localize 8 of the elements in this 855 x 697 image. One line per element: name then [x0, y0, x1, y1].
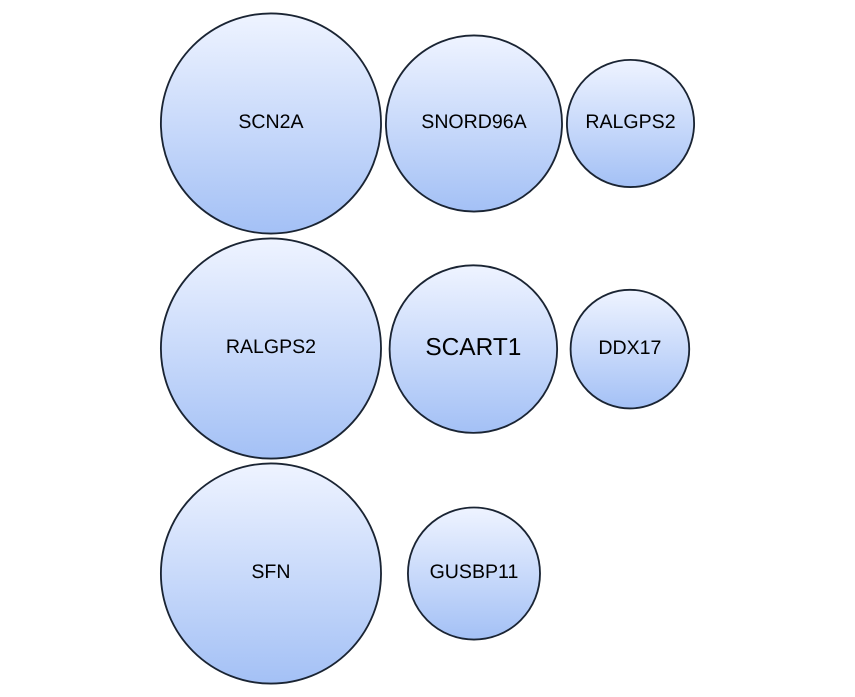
node-circle: GUSBP11 — [407, 506, 541, 640]
node-circle: RALGPS2 — [566, 58, 696, 188]
node-circle: DDX17 — [570, 288, 690, 410]
node-circle: SFN — [160, 462, 382, 685]
node-circle: SNORD96A — [385, 34, 563, 212]
node-circle: SCART1 — [388, 264, 558, 434]
node-circle: SCN2A — [160, 12, 382, 234]
node-circle: RALGPS2 — [160, 238, 382, 460]
